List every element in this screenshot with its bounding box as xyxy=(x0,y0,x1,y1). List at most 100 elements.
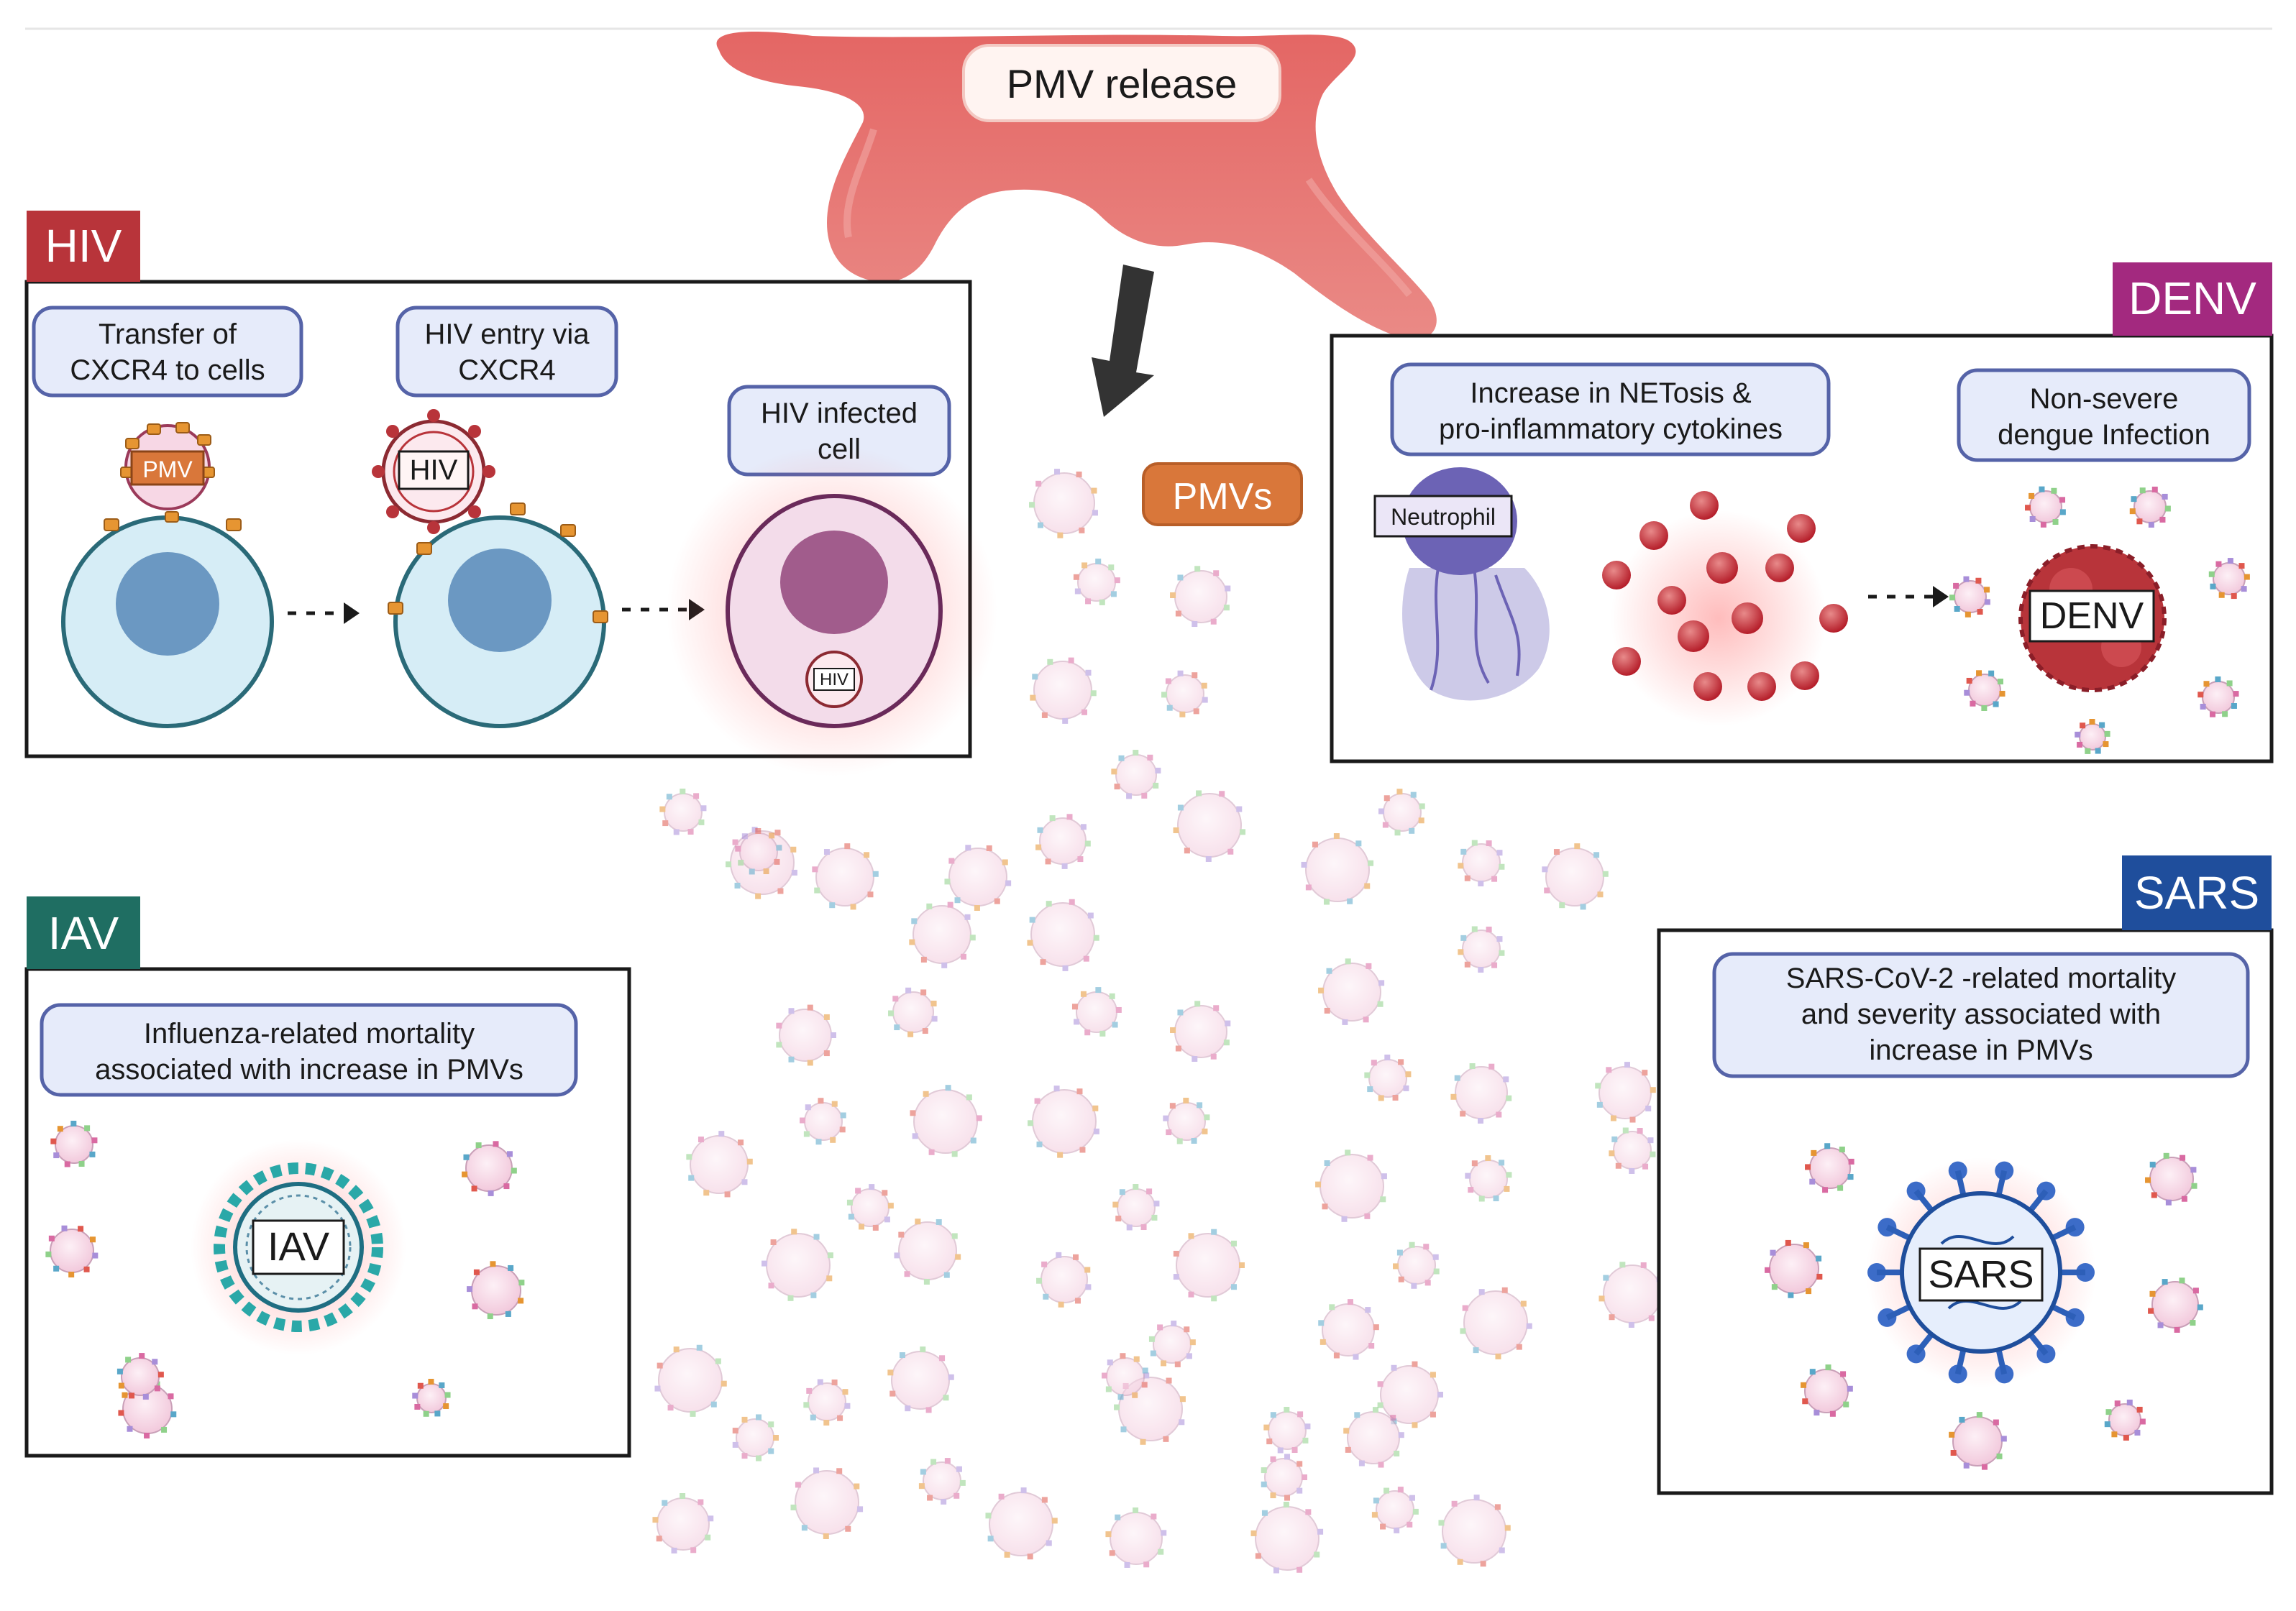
svg-text:DENV: DENV xyxy=(2128,272,2256,324)
pmv-particle xyxy=(894,1218,961,1285)
pmv-particle xyxy=(686,1131,753,1198)
pmv-particle xyxy=(1036,1252,1092,1308)
pmv-particle xyxy=(1318,958,1385,1025)
pmv-particle xyxy=(812,843,879,910)
pmv-particle xyxy=(1102,1353,1148,1400)
cytokine-dot xyxy=(1732,602,1763,634)
pmv-particle xyxy=(1170,1001,1231,1062)
pmv-particle xyxy=(1105,1507,1167,1568)
pmv-particle xyxy=(790,1467,864,1539)
release-arrow-icon xyxy=(1092,265,1154,417)
cytokine-dot xyxy=(1693,672,1722,701)
iav-note-mortality: Influenza-related mortality associated w… xyxy=(40,1003,578,1097)
sars-spike xyxy=(1954,1349,1967,1375)
pmv-particle xyxy=(1148,1321,1196,1367)
sars-spike xyxy=(2028,1332,2049,1356)
pmv-particle xyxy=(1450,1063,1512,1124)
pmv-particle xyxy=(910,1085,982,1157)
pmv-particle xyxy=(50,1121,98,1167)
pmv-particle xyxy=(1027,899,1099,971)
svg-text:HIV: HIV xyxy=(410,454,458,486)
pmv-particle xyxy=(1071,987,1122,1037)
pmv-particle xyxy=(1364,1055,1412,1101)
hiv-cell-1 xyxy=(61,511,274,728)
iav-tag xyxy=(27,896,140,969)
svg-text:pro-inflammatory cytokines: pro-inflammatory cytokines xyxy=(1439,413,1783,445)
cytokine-cluster-icon xyxy=(1602,491,1848,726)
svg-text:SARS: SARS xyxy=(2134,867,2259,919)
pmv-particle xyxy=(1161,670,1208,717)
svg-text:CXCR4 to cells: CXCR4 to cells xyxy=(70,354,265,386)
svg-text:associated with increase in PM: associated with increase in PMVs xyxy=(95,1054,523,1086)
pmv-particle xyxy=(45,1225,99,1277)
pmv-particle xyxy=(1964,670,2005,711)
pmv-particle xyxy=(654,1344,727,1417)
pmv-particle xyxy=(462,1141,517,1196)
pmv-particle xyxy=(1465,1155,1512,1202)
svg-text:IAV: IAV xyxy=(267,1224,330,1269)
pmv-particle xyxy=(412,1379,451,1417)
pmv-particle xyxy=(1458,926,1505,973)
pmv-particle xyxy=(1112,1184,1160,1231)
cytokine-dot xyxy=(1657,586,1686,615)
pmv-particle xyxy=(2197,676,2239,717)
svg-text:dengue Infection: dengue Infection xyxy=(1998,419,2210,451)
hiv-panel: HIV Transfer of CXCR4 to cells HIV entry… xyxy=(24,211,997,776)
pmv-particle xyxy=(116,1353,164,1400)
svg-text:PMVs: PMVs xyxy=(1173,476,1273,518)
pmv-particle xyxy=(1949,576,1990,618)
svg-text:HIV: HIV xyxy=(820,670,849,689)
pmv-particle xyxy=(887,1346,954,1413)
svg-text:Influenza-related mortality: Influenza-related mortality xyxy=(144,1018,475,1050)
arrow-head-icon xyxy=(344,602,360,624)
pmv-particle xyxy=(761,1229,833,1301)
denv-tag xyxy=(2113,262,2272,336)
sars-virus-icon: SARS xyxy=(1866,1157,2096,1387)
pmv-particle xyxy=(1173,1229,1245,1302)
hiv-cell-2 xyxy=(388,502,608,728)
pmv-particle xyxy=(1173,790,1246,862)
hiv-virus-icon: HIV xyxy=(372,409,495,534)
sars-spike xyxy=(2028,1189,2049,1213)
svg-text:HIV: HIV xyxy=(45,220,122,272)
pmv-particle xyxy=(2104,1399,2146,1441)
sars-panel: SARS SARS-CoV-2 -related mortality and s… xyxy=(1657,855,2274,1495)
pmv-particle xyxy=(2208,558,2250,600)
pmv-particle xyxy=(1170,566,1231,628)
pmv-particle xyxy=(1111,750,1161,799)
pmv-particle xyxy=(1378,789,1425,836)
sars-spike xyxy=(1885,1224,1911,1241)
pmv-particle xyxy=(803,1379,851,1426)
pmv-particle xyxy=(1458,840,1505,886)
hiv-infected-cell: HIV xyxy=(667,446,997,776)
pmv-particle xyxy=(1598,1262,1666,1328)
pmv-particle xyxy=(944,845,1012,911)
sars-note-mortality: SARS-CoV-2 -related mortality and severi… xyxy=(1712,952,2250,1078)
denv-panel: DENV Increase in NETosis & pro-inflammat… xyxy=(1330,262,2274,763)
pmv-particle xyxy=(1609,1127,1656,1174)
cytokine-dot xyxy=(1690,491,1719,520)
svg-text:DENV: DENV xyxy=(2040,595,2144,637)
pmv-particle xyxy=(1261,1454,1307,1501)
pmv-particle xyxy=(732,1414,779,1461)
arrow-head-icon xyxy=(1933,586,1949,607)
denv-note-nonsevere: Non-severe dengue Infection xyxy=(1957,368,2251,462)
cytokine-dot xyxy=(1706,552,1738,584)
iav-virus-icon: IAV xyxy=(191,1139,406,1355)
hiv-tag xyxy=(27,211,140,282)
cytokine-dot xyxy=(1819,604,1848,633)
sars-spike xyxy=(1913,1189,1934,1213)
pmv-particle xyxy=(1393,1241,1440,1289)
pmvs-label: PMVs xyxy=(1142,462,1303,526)
pmv-particle xyxy=(2129,486,2171,528)
pmv-particle xyxy=(1035,814,1091,869)
iav-panel: IAV Influenza-related mortality associat… xyxy=(24,896,631,1458)
svg-text:SARS-CoV-2 -related mortality: SARS-CoV-2 -related mortality xyxy=(1786,963,2176,994)
pmv-particle xyxy=(1765,1239,1823,1298)
sars-spike xyxy=(1913,1332,1934,1356)
cytokine-dot xyxy=(1747,672,1776,701)
svg-text:SARS: SARS xyxy=(1928,1253,2034,1296)
svg-text:PMV release: PMV release xyxy=(1007,61,1238,106)
svg-text:Non-severe: Non-severe xyxy=(2030,383,2179,415)
sars-spike xyxy=(2051,1304,2077,1321)
